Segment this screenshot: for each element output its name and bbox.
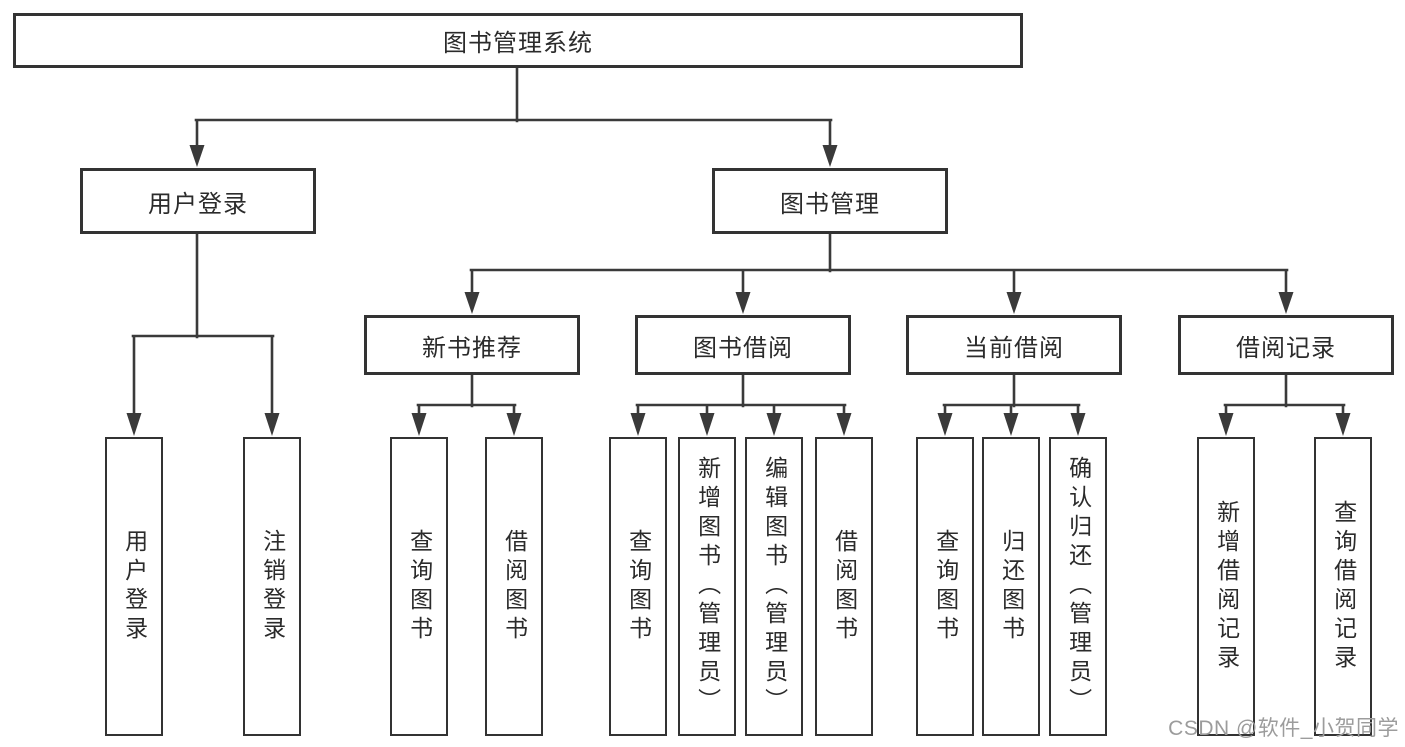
node-book-borrowing: 图书借阅 (635, 315, 851, 375)
leaf-current-confirm-return-admin-label: 确认归还（管理员） (1065, 456, 1092, 717)
node-library-system-label: 图书管理系统 (443, 30, 593, 57)
leaf-records-add-record-label: 新增借阅记录 (1213, 499, 1240, 674)
leaf-borrow-edit-books-admin: 编辑图书（管理员） (745, 437, 803, 736)
node-borrowing-records: 借阅记录 (1178, 315, 1394, 375)
node-current-borrowing: 当前借阅 (906, 315, 1122, 375)
tree-edges (131, 66, 1346, 418)
node-library-system: 图书管理系统 (13, 13, 1023, 68)
node-user-login: 用户登录 (80, 168, 316, 234)
leaf-current-return-books: 归还图书 (982, 437, 1040, 736)
leaf-current-query-books-label: 查询图书 (932, 528, 959, 645)
node-book-management: 图书管理 (712, 168, 948, 234)
leaf-newrec-borrow-books-label: 借阅图书 (501, 528, 528, 645)
leaf-current-confirm-return-admin: 确认归还（管理员） (1049, 437, 1107, 736)
leaf-records-query-record-label: 查询借阅记录 (1330, 499, 1357, 674)
leaf-newrec-query-books-label: 查询图书 (406, 528, 433, 645)
leaf-newrec-borrow-books: 借阅图书 (485, 437, 543, 736)
leaf-newrec-query-books: 查询图书 (390, 437, 448, 736)
leaf-records-query-record: 查询借阅记录 (1314, 437, 1372, 736)
leaf-borrow-edit-books-admin-label: 编辑图书（管理员） (761, 456, 788, 717)
leaf-user-login-label: 用户登录 (121, 528, 148, 645)
leaf-borrow-add-books-admin: 新增图书（管理员） (678, 437, 736, 736)
leaf-borrow-query-books: 查询图书 (609, 437, 667, 736)
leaf-logout-login-label: 注销登录 (259, 528, 286, 645)
leaf-records-add-record: 新增借阅记录 (1197, 437, 1255, 736)
leaf-borrow-add-books-admin-label: 新增图书（管理员） (694, 456, 721, 717)
node-book-management-label: 图书管理 (780, 190, 880, 218)
leaf-logout-login: 注销登录 (243, 437, 301, 736)
leaf-borrow-query-books-label: 查询图书 (625, 528, 652, 645)
node-current-borrowing-label: 当前借阅 (964, 334, 1064, 362)
leaf-borrow-borrow-books-label: 借阅图书 (831, 528, 858, 645)
leaf-current-return-books-label: 归还图书 (998, 528, 1025, 645)
node-new-book-recommendation-label: 新书推荐 (422, 334, 522, 362)
leaf-borrow-borrow-books: 借阅图书 (815, 437, 873, 736)
node-user-login-label: 用户登录 (148, 190, 248, 218)
leaf-current-query-books: 查询图书 (916, 437, 974, 736)
csdn-watermark: CSDN @软件_小贺同学 (1168, 717, 1399, 740)
node-borrowing-records-label: 借阅记录 (1236, 334, 1336, 362)
node-new-book-recommendation: 新书推荐 (364, 315, 580, 375)
node-book-borrowing-label: 图书借阅 (693, 334, 793, 362)
leaf-user-login: 用户登录 (105, 437, 163, 736)
